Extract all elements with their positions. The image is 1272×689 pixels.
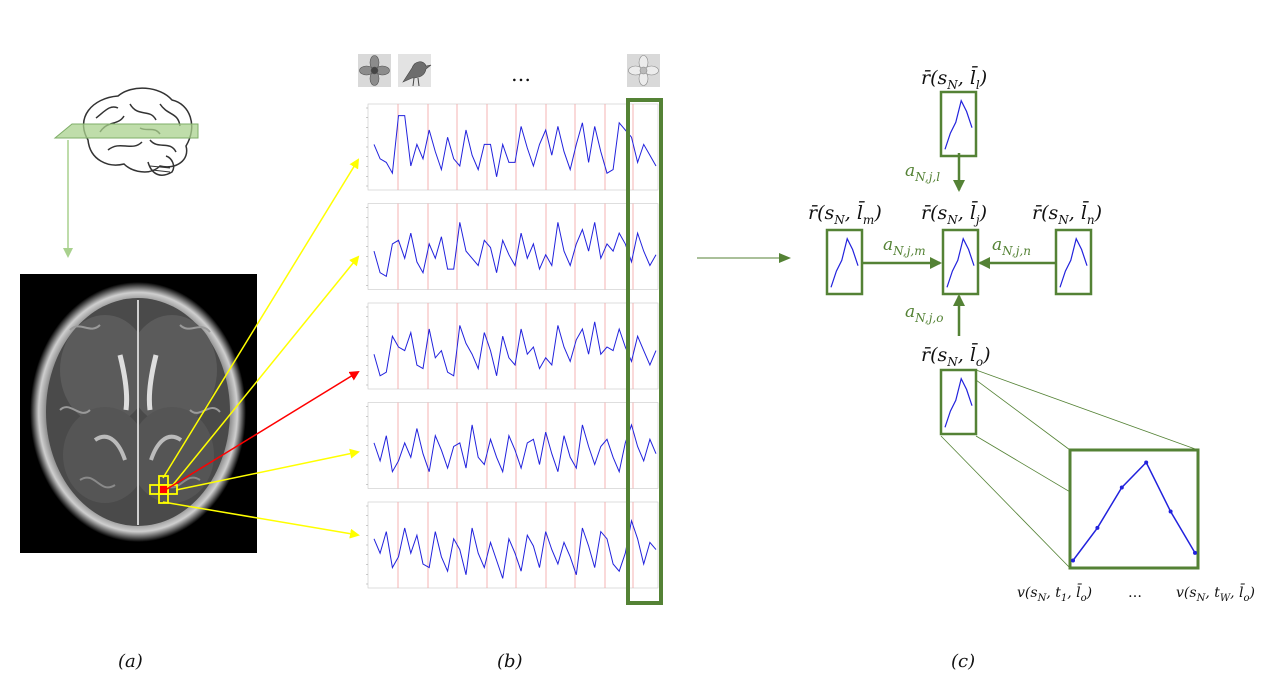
voxel-to-signal-arrows <box>162 158 360 539</box>
bird-icon <box>398 54 432 87</box>
node-label-lbar: l̄ <box>1081 200 1089 224</box>
zoom-sample-point <box>1119 485 1124 490</box>
zoom-sample-point <box>1168 509 1173 514</box>
graph-edges <box>862 153 1055 336</box>
node-signal-line <box>944 98 973 150</box>
node-label-mid: , <box>1069 202 1081 224</box>
graph-node-bottom: r̄(sN, l̄o) <box>921 342 991 436</box>
node-label-lbar: l̄ <box>857 200 865 224</box>
signal-plot <box>366 402 659 489</box>
node-label-sub1: N <box>1057 213 1069 227</box>
time-window-highlight <box>626 98 663 605</box>
bold-signal-trace <box>373 518 657 579</box>
zoom-signal-line <box>1072 461 1196 561</box>
mri-slice-image <box>20 274 257 553</box>
edge-label-left: aN,j,m <box>883 235 926 258</box>
slice-plane <box>53 123 199 139</box>
bold-signal-trace <box>373 222 657 278</box>
zoom-label-first: v(sN, t1, l̄o) <box>1017 583 1092 604</box>
node-label: r̄(sN, l̄l) <box>921 65 987 92</box>
panel-label-a: (a) <box>118 651 143 672</box>
node-label-mid: , <box>958 344 970 366</box>
signal-plot <box>366 203 659 290</box>
graph-node-left: r̄(sN, l̄m) <box>808 200 882 296</box>
zoom-label-last: v(sN, tW, l̄o) <box>1176 583 1255 604</box>
bold-signal-trace <box>373 321 657 377</box>
node-label-base: r̄(s <box>921 344 947 366</box>
panel-label-c: (c) <box>951 651 975 672</box>
plot-frame <box>367 103 659 191</box>
zoom-signal-points <box>1071 460 1197 563</box>
node-label-lbar: l̄ <box>970 200 978 224</box>
node-label-close: ) <box>979 202 987 224</box>
signal-plot <box>366 501 659 589</box>
node-label-mid: , <box>958 202 970 224</box>
graph-node-top: r̄(sN, l̄l) <box>921 65 987 158</box>
node-label-close: ) <box>1094 202 1102 224</box>
graph-node-center: r̄(sN, l̄j) <box>921 200 987 296</box>
node-label: r̄(sN, l̄n) <box>1032 200 1102 227</box>
node-label-sub1: N <box>946 213 958 227</box>
node-label-sub2: j <box>973 213 980 227</box>
node-label-lbar: l̄ <box>970 65 978 89</box>
signal-plot <box>366 302 659 390</box>
signal-plot <box>366 103 659 191</box>
node-label-base: r̄(s <box>921 67 947 89</box>
node-label-sub1: N <box>833 213 845 227</box>
stimulus-ellipsis: … <box>511 62 531 86</box>
panel-labels: (a) (b) (c) <box>118 651 975 672</box>
plot-frame <box>367 302 659 390</box>
node-label-mid: , <box>958 67 970 89</box>
plot-frame <box>367 501 659 589</box>
graph-nodes: r̄(sN, l̄l)r̄(sN, l̄m)r̄(sN, l̄j)r̄(sN, … <box>808 65 1102 436</box>
node-label-base: r̄(s <box>808 202 834 224</box>
node-label: r̄(sN, l̄o) <box>921 342 991 369</box>
panel-b: … <box>358 54 663 605</box>
node-label: r̄(sN, l̄m) <box>808 200 882 227</box>
node-signal-line <box>1059 236 1088 288</box>
node-label-lbar: l̄ <box>970 342 978 366</box>
zoom-sample-point <box>1144 460 1149 465</box>
flower-icon <box>358 54 391 87</box>
graph-node-right: r̄(sN, l̄n) <box>1032 200 1102 296</box>
node-label-sub2: l <box>976 78 980 92</box>
panel-c: r̄(sN, l̄l)r̄(sN, l̄m)r̄(sN, l̄j)r̄(sN, … <box>808 65 1255 604</box>
stimulus-thumbnails: … <box>358 54 660 87</box>
node-label-base: r̄(s <box>1032 202 1058 224</box>
node-label-sub2: o <box>976 355 983 369</box>
node-label-close: ) <box>873 202 881 224</box>
panel-a <box>20 87 257 553</box>
bold-signal-trace <box>373 115 657 177</box>
bold-signal-trace <box>373 423 657 474</box>
node-label-base: r̄(s <box>921 202 947 224</box>
node-label: r̄(sN, l̄j) <box>921 200 987 227</box>
node-signal-line <box>946 236 975 288</box>
edge-label-bottom: aN,j,o <box>905 302 943 325</box>
zoomed-signal <box>1068 448 1200 570</box>
zoom-label-ellipsis: … <box>1128 585 1142 601</box>
node-label-close: ) <box>979 67 987 89</box>
node-label-sub2: m <box>863 213 874 227</box>
node-label-mid: , <box>845 202 857 224</box>
node-label-sub1: N <box>946 78 958 92</box>
zoom-sample-point <box>1095 525 1100 530</box>
edge-label-right: aN,j,n <box>992 235 1031 258</box>
brain-sketch <box>82 87 193 176</box>
flower-icon <box>627 54 660 87</box>
panel-label-b: (b) <box>497 651 523 672</box>
edge-label-top: aN,j,l <box>905 161 940 184</box>
edge-labels: aN,j,l aN,j,m aN,j,n aN,j,o <box>883 161 1031 325</box>
node-label-sub1: N <box>946 355 958 369</box>
node-signal-line <box>944 376 973 428</box>
node-label-sub2: n <box>1087 213 1095 227</box>
node-signal-line <box>830 236 859 288</box>
zoom-sample-point <box>1193 550 1197 555</box>
zoom-lines <box>940 369 1199 569</box>
zoom-axis-labels: v(sN, t1, l̄o) … v(sN, tW, l̄o) <box>1017 583 1255 604</box>
node-label-close: ) <box>982 344 990 366</box>
signal-plots <box>366 103 659 589</box>
zoom-sample-point <box>1071 558 1075 563</box>
